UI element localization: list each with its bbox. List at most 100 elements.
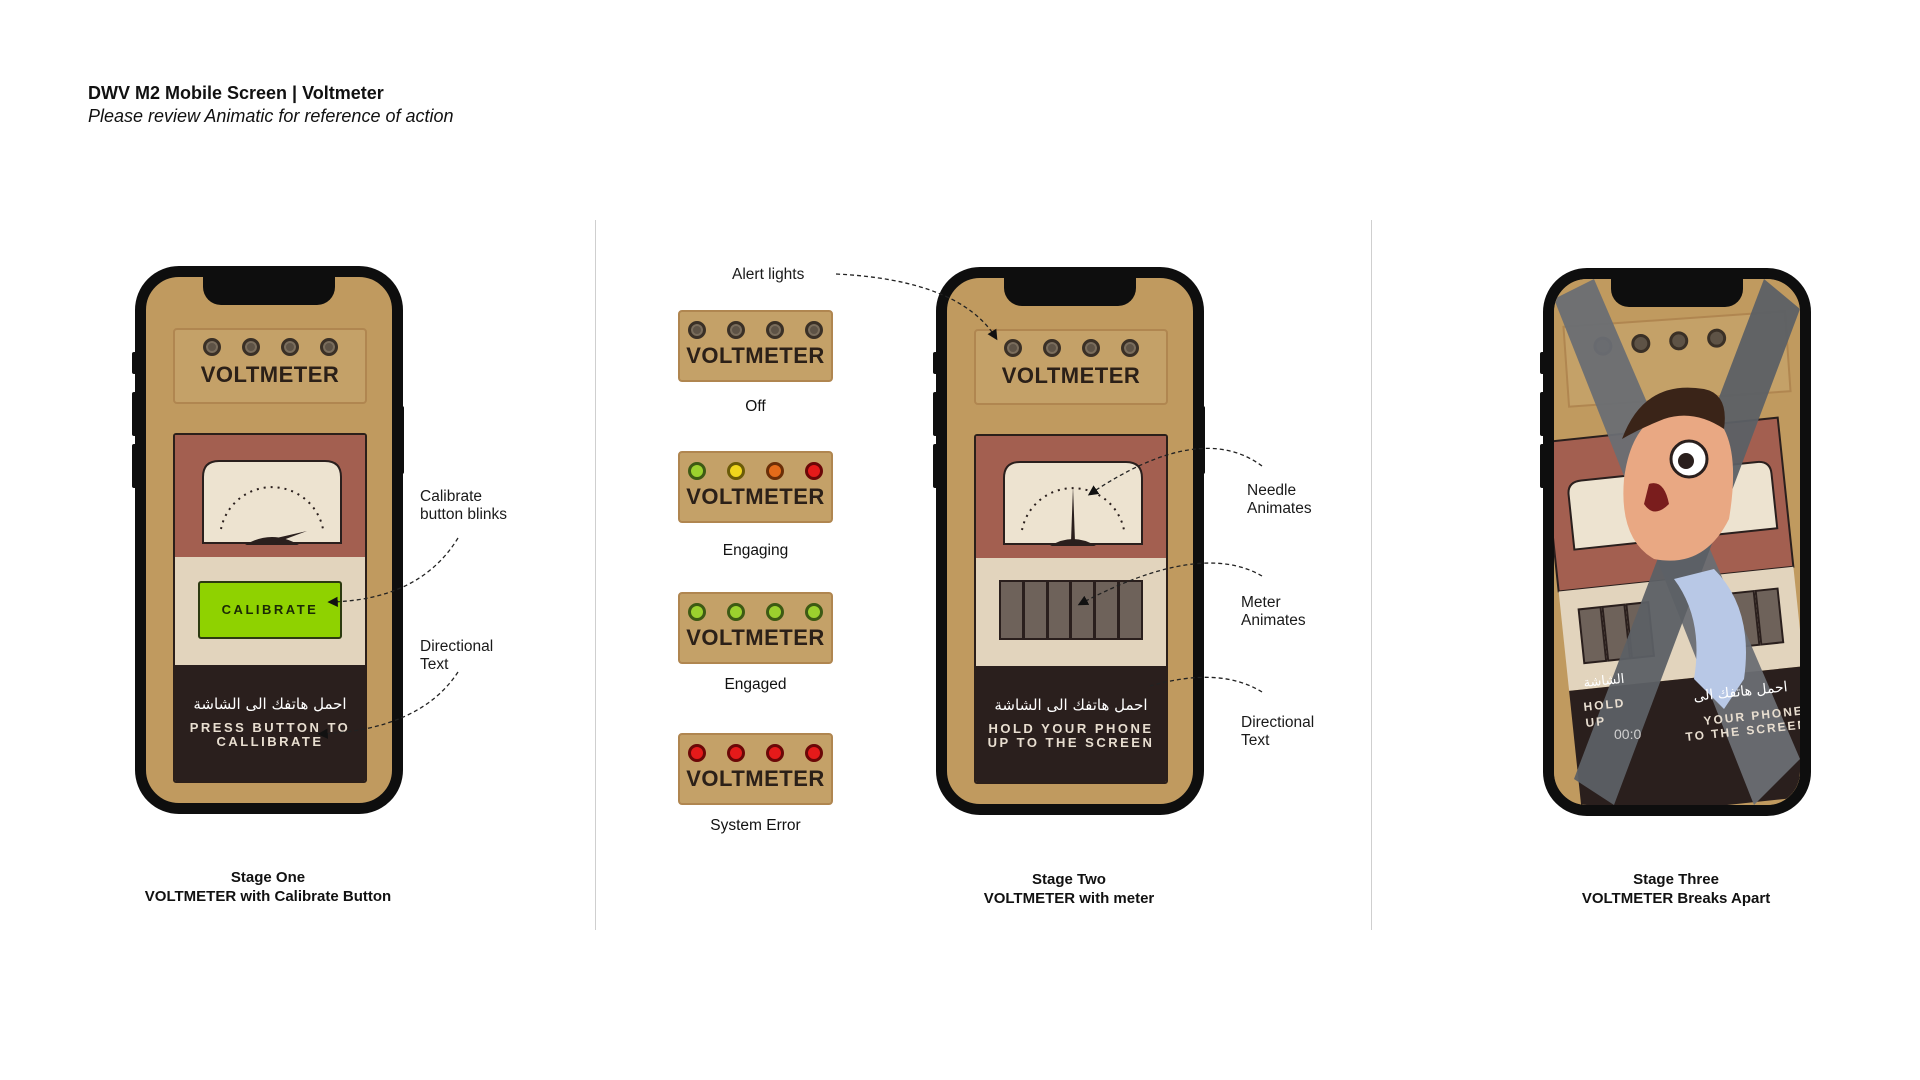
- character-figure: [1622, 387, 1746, 709]
- voltmeter-body: احمل هاتفك الى الشاشة HOLD YOUR PHONE UP…: [974, 434, 1168, 784]
- alert-light: [319, 338, 338, 356]
- voltmeter-title: VOLTMETER: [686, 343, 825, 368]
- page-title: DWV M2 Mobile Screen | Voltmeter: [88, 83, 384, 103]
- alert-light: [1003, 339, 1022, 357]
- broken-voltmeter-illustration: الشاشة احمل هاتفك الى HOLD UP YOUR PHONE…: [1554, 279, 1800, 805]
- voltmeter-title: VOLTMETER: [686, 484, 825, 509]
- level-meter-bars: [999, 580, 1143, 640]
- alert-lights: [175, 338, 365, 356]
- directional-text: HOLD YOUR PHONE UP TO THE SCREEN: [987, 721, 1155, 750]
- svg-text:HOLD: HOLD: [1583, 696, 1626, 714]
- voltmeter-title: VOLTMETER: [200, 362, 340, 387]
- annotation-directional: Directional Text: [420, 638, 494, 673]
- alert-lights-engaging: [680, 462, 831, 480]
- arabic-fragment-left: الشاشة: [1583, 672, 1625, 691]
- alert-light-yellow: [727, 462, 745, 480]
- annotation-alert-lights: Alert lights: [732, 266, 805, 283]
- alert-light-red: [688, 744, 706, 762]
- annotation-meter: Meter Animates: [1241, 594, 1306, 629]
- alert-light: [766, 321, 784, 339]
- alert-light-green: [688, 603, 706, 621]
- phone-side-button: [1540, 444, 1545, 488]
- caption-stage-three-subtitle: VOLTMETER Breaks Apart: [1581, 890, 1771, 907]
- state-label-engaged: Engaged: [724, 676, 787, 693]
- phone-side-button: [132, 444, 137, 488]
- state-label-system-error: System Error: [710, 817, 801, 834]
- phone-side-button: [933, 352, 938, 374]
- alert-light: [688, 321, 706, 339]
- section-divider-2: [1371, 220, 1372, 930]
- caption-stage-three-title: Stage Three: [1633, 871, 1719, 888]
- annotation-directional-two: Directional Text: [1241, 714, 1315, 749]
- alert-light-green: [688, 462, 706, 480]
- broken-screen: الشاشة احمل هاتفك الى HOLD UP YOUR PHONE…: [1554, 279, 1800, 805]
- alert-light: [280, 338, 299, 356]
- alert-light-green: [805, 603, 823, 621]
- section-divider-1: [595, 220, 596, 930]
- voltmeter-header-panel: VOLTMETER: [173, 328, 367, 404]
- alert-light: [202, 338, 221, 356]
- phone-side-button: [132, 352, 137, 374]
- meter-bar: [1024, 582, 1046, 638]
- alert-lights-error: [680, 744, 831, 762]
- phone-side-button: [1540, 352, 1545, 374]
- annotation-needle: Needle Animates: [1247, 482, 1312, 517]
- analog-meter-gauge: [1003, 461, 1143, 546]
- calibrate-button[interactable]: CALIBRATE: [198, 581, 342, 639]
- timecode: 00:0: [1614, 726, 1641, 742]
- annotation-calibrate: Calibrate button blinks: [420, 488, 508, 523]
- alert-light: [1081, 339, 1100, 357]
- alert-light: [1042, 339, 1061, 357]
- instruction-section: [976, 666, 1166, 782]
- alert-light: [805, 321, 823, 339]
- meter-bar: [1120, 582, 1141, 638]
- alert-light: [727, 321, 745, 339]
- caption-stage-one-subtitle: VOLTMETER with Calibrate Button: [144, 888, 392, 905]
- phone-notch: [203, 275, 335, 305]
- phone-stage-two: VOLTMETER احمل هاتفك الى الشاشة HOLD YOU…: [936, 267, 1204, 815]
- state-panel-engaging: VOLTMETER: [678, 451, 833, 523]
- alert-light-green: [766, 603, 784, 621]
- alert-light-orange: [766, 462, 784, 480]
- directional-text: PRESS BUTTON TO CALLIBRATE: [189, 720, 351, 749]
- alert-light-red: [766, 744, 784, 762]
- caption-stage-three: Stage Three VOLTMETER Breaks Apart: [1496, 870, 1856, 908]
- voltmeter-title: VOLTMETER: [686, 625, 825, 650]
- voltmeter-body: CALIBRATE احمل هاتفك الى الشاشة PRESS BU…: [173, 433, 367, 783]
- voltmeter-header-panel: VOLTMETER: [974, 329, 1168, 405]
- alert-lights-off: [680, 321, 831, 339]
- state-panel-system-error: VOLTMETER: [678, 733, 833, 805]
- alert-lights: [976, 339, 1166, 357]
- state-panel-engaged: VOLTMETER: [678, 592, 833, 664]
- voltmeter-title: VOLTMETER: [1001, 363, 1141, 388]
- meter-bar: [1096, 582, 1118, 638]
- caption-stage-one-title: Stage One: [230, 869, 306, 886]
- alert-light-red: [805, 462, 823, 480]
- caption-stage-two: Stage Two VOLTMETER with meter: [889, 870, 1249, 908]
- alert-light-green: [727, 603, 745, 621]
- alert-lights-engaged: [680, 603, 831, 621]
- state-label-engaging: Engaging: [722, 542, 789, 559]
- page-header: DWV M2 Mobile Screen | Voltmeter Please …: [88, 82, 454, 128]
- state-panel-off: VOLTMETER: [678, 310, 833, 382]
- meter-bar: [1072, 582, 1094, 638]
- svg-text:UP: UP: [1585, 714, 1607, 730]
- alert-light-red: [727, 744, 745, 762]
- caption-stage-one: Stage One VOLTMETER with Calibrate Butto…: [88, 868, 448, 906]
- phone-notch: [1004, 276, 1136, 306]
- arabic-instruction: احمل هاتفك الى الشاشة: [193, 695, 347, 713]
- analog-meter-gauge: [202, 460, 342, 545]
- caption-stage-two-title: Stage Two: [1032, 871, 1106, 888]
- alert-light-red: [805, 744, 823, 762]
- state-label-off: Off: [745, 398, 766, 415]
- phone-side-button: [1540, 392, 1545, 436]
- phone-side-button: [933, 444, 938, 488]
- page-subtitle: Please review Animatic for reference of …: [88, 106, 454, 126]
- arabic-instruction: احمل هاتفك الى الشاشة: [994, 696, 1148, 714]
- meter-bar: [1048, 582, 1070, 638]
- alert-light: [1120, 339, 1139, 357]
- phone-notch: [1611, 279, 1743, 307]
- caption-stage-two-subtitle: VOLTMETER with meter: [983, 890, 1155, 907]
- phone-side-button: [933, 392, 938, 436]
- phone-stage-one: VOLTMETER CALIBRATE احمل هاتفك الى الشاش…: [135, 266, 403, 814]
